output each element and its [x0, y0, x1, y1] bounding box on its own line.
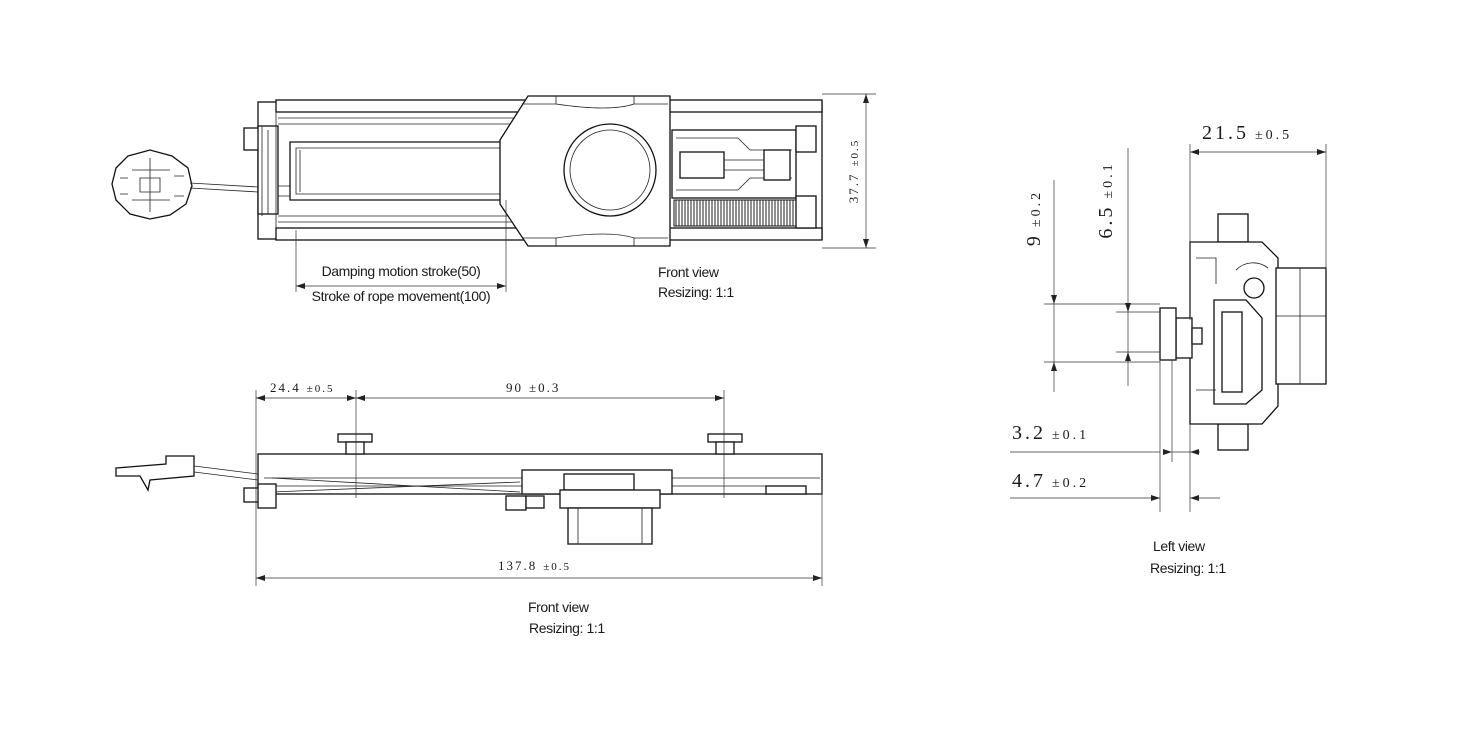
svg-text:6.5±0.1: 6.5 ±0.1 — [1095, 161, 1117, 238]
left-dimensions — [1010, 144, 1327, 512]
dim-b-value: 4.7 — [1012, 470, 1046, 492]
left-offset-value: 24.4 — [270, 380, 301, 395]
pitch-value: 90 — [506, 380, 523, 395]
bottom-view-part — [115, 433, 823, 545]
rope-knob — [111, 149, 193, 220]
left-caption-scale: Resizing: 1:1 — [1150, 560, 1226, 576]
pitch-tol: ±0.3 — [529, 380, 560, 395]
spring-coil — [673, 199, 797, 227]
bottom-dimensions — [255, 390, 823, 586]
svg-text:37.7±0.5: 37.7 ±0.5 — [846, 139, 861, 204]
svg-text:137.8±0.5: 137.8 ±0.5 — [498, 558, 571, 573]
rope-stroke-label: Stroke of rope movement(100) — [312, 288, 491, 304]
pin-height-tol: ±0.2 — [1029, 190, 1044, 227]
dim-b-tol: ±0.2 — [1052, 476, 1089, 491]
pin-dia-value: 6.5 — [1095, 205, 1117, 239]
rope-line — [189, 182, 259, 193]
pin-height-value: 9 — [1023, 233, 1045, 246]
top-view-part — [111, 95, 823, 247]
left-view-part — [1159, 213, 1327, 451]
top-height-value: 37.7 — [846, 173, 861, 204]
damping-stroke-label: Damping motion stroke(50) — [322, 263, 481, 279]
left-width-tol: ±0.5 — [1255, 128, 1292, 143]
svg-text:9±0.2: 9 ±0.2 — [1023, 190, 1045, 246]
left-width-value: 21.5 — [1202, 122, 1249, 144]
overall-length-value: 137.8 — [498, 558, 537, 573]
left-offset-tol: ±0.5 — [307, 383, 335, 395]
top-caption-title: Front view — [658, 264, 720, 280]
top-height-tol: ±0.5 — [849, 139, 861, 167]
bottom-caption-scale: Resizing: 1:1 — [529, 620, 605, 636]
left-caption-title: Left view — [1153, 538, 1206, 554]
svg-text:3.2±0.1: 3.2 ±0.1 — [1012, 422, 1089, 444]
damping-stroke-dimension — [295, 200, 507, 292]
dim-a-tol: ±0.1 — [1052, 428, 1089, 443]
svg-text:4.7±0.2: 4.7 ±0.2 — [1012, 470, 1089, 492]
bottom-caption-title: Front view — [528, 599, 590, 615]
top-caption-scale: Resizing: 1:1 — [658, 284, 734, 300]
svg-text:90±0.3: 90 ±0.3 — [506, 380, 560, 395]
svg-text:24.4±0.5: 24.4 ±0.5 — [270, 380, 335, 395]
top-height-dimension: 37.7 ±0.5 — [822, 93, 876, 249]
svg-text:21.5±0.5: 21.5 ±0.5 — [1202, 122, 1292, 144]
pin-dia-tol: ±0.1 — [1101, 161, 1116, 198]
dim-a-value: 3.2 — [1012, 422, 1046, 444]
overall-length-tol: ±0.5 — [543, 561, 571, 573]
